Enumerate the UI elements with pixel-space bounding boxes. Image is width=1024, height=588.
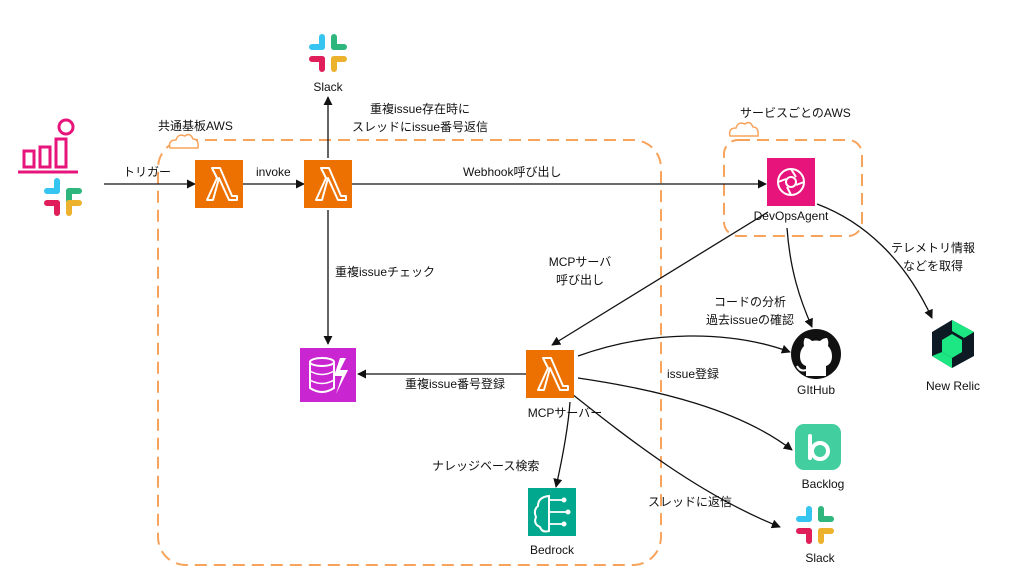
mcp-server-label: MCPサーバー — [527, 406, 603, 420]
edge-issue-register — [577, 377, 793, 451]
service-aws-label: サービスごとのAWS — [740, 106, 851, 120]
slack-icon — [309, 34, 347, 72]
slack-icon — [44, 178, 82, 216]
mcp-call-line2: 呼び出し — [555, 273, 604, 287]
new-relic-icon — [932, 320, 974, 368]
edge-mcp-call — [551, 211, 769, 346]
cloud-icon — [728, 121, 759, 137]
common-aws-label: 共通基板AWS — [158, 119, 233, 133]
lambda-icon — [304, 160, 352, 208]
telemetry-line1: テレメトリ情報 — [890, 241, 975, 255]
invoke-label: invoke — [256, 165, 291, 179]
service-aws-group — [723, 139, 863, 237]
cloud-icon — [168, 133, 199, 149]
knowledge-search-label: ナレッジベース検索 — [432, 459, 540, 473]
code-analysis-line1: コードの分析 — [713, 295, 786, 309]
github-label: GItHub — [796, 383, 835, 397]
dup-check-label: 重複issueチェック — [335, 265, 436, 279]
edge-knowledge-search — [553, 401, 571, 488]
trigger-label: トリガー — [123, 165, 172, 179]
slack-bottom-label: Slack — [805, 551, 835, 565]
mcp-call-line1: MCPサーバ — [548, 255, 612, 269]
bedrock-icon — [528, 488, 576, 536]
lambda-icon — [526, 350, 574, 398]
edge-telemetry — [816, 203, 933, 319]
dynamodb-icon — [300, 348, 356, 402]
slack-icon — [796, 506, 834, 544]
slack-reply-line2: スレッドにissue番号返信 — [351, 120, 488, 134]
backlog-label: Backlog — [801, 477, 845, 491]
edge-devops-github — [786, 227, 813, 328]
lambda-icon — [195, 160, 243, 208]
slack-reply-line1: 重複issue存在時に — [369, 102, 470, 116]
monitoring-icon — [18, 118, 78, 174]
bedrock-label: Bedrock — [529, 543, 575, 557]
devops-agent-label: DevOpsAgent — [753, 209, 829, 223]
new-relic-label: New Relic — [925, 379, 980, 393]
issue-register-label: issue登録 — [667, 367, 720, 381]
code-analysis-line2: 過去issueの確認 — [705, 313, 794, 327]
devops-agent-icon — [767, 158, 815, 206]
dup-register-label: 重複issue番号登録 — [405, 377, 506, 391]
slack-top-label: Slack — [313, 80, 343, 94]
webhook-label: Webhook呼び出し — [463, 165, 562, 179]
backlog-icon — [795, 424, 841, 470]
edge-thread-reply — [571, 393, 781, 529]
telemetry-line2: などを取得 — [902, 259, 963, 273]
common-aws-group — [157, 139, 662, 566]
edge-code-analysis — [577, 335, 791, 357]
thread-reply-label: スレッドに返信 — [648, 495, 733, 509]
github-icon — [791, 329, 841, 379]
